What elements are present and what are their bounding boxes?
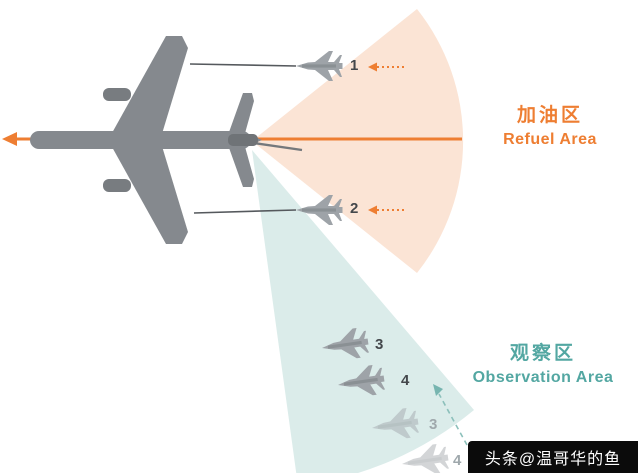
fighter-1-number: 1 — [350, 57, 359, 74]
fighter-3-number: 3 — [375, 336, 384, 353]
fighter-ghost-3-number: 3 — [429, 416, 438, 433]
refuel-zone-label-en: Refuel Area — [503, 131, 597, 148]
refuel-zone-label: 加油区 Refuel Area — [462, 106, 638, 148]
observation-advance-arrow — [433, 384, 468, 446]
observation-zone-wedge — [252, 150, 474, 473]
watermark-badge: 头条@温哥华的鱼 — [468, 441, 638, 473]
observation-zone-label: 观察区 Observation Area — [448, 344, 638, 386]
queue-arrow-2 — [368, 205, 404, 215]
tanker-aircraft — [30, 36, 262, 244]
observation-zone-label-cn: 观察区 — [509, 343, 576, 364]
observation-zone-label-en: Observation Area — [472, 369, 614, 386]
refuel-hose-1 — [189, 63, 297, 67]
refuel-zone-label-cn: 加油区 — [516, 105, 583, 126]
fighter-2-number: 2 — [350, 200, 359, 217]
fighter-ghost-4-number: 4 — [453, 452, 462, 469]
refuel-zone-wedge — [252, 9, 464, 273]
fighter-4-number: 4 — [401, 372, 410, 389]
watermark-text: 头条@温哥华的鱼 — [484, 451, 622, 468]
queue-arrow-1 — [368, 62, 404, 72]
refuel-hose-2 — [193, 209, 297, 214]
refuel-boom — [253, 141, 303, 152]
